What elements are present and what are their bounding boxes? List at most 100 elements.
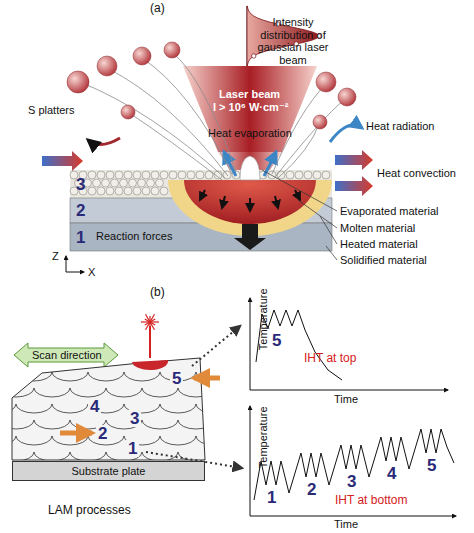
process-label: Heat convection bbox=[377, 167, 456, 180]
layer-scallop bbox=[16, 404, 52, 413]
axis-title: Temperature bbox=[256, 289, 269, 351]
layer-scallop bbox=[88, 372, 124, 381]
pressure-arrows bbox=[200, 190, 300, 211]
layer-scallop bbox=[0, 436, 16, 445]
powder-particle bbox=[124, 187, 132, 195]
layer-scallop bbox=[0, 452, 34, 461]
dotted-arrow bbox=[192, 326, 240, 366]
callout-number: 1 bbox=[265, 489, 278, 506]
callout-number: 5 bbox=[270, 332, 283, 349]
material-label: Heated material bbox=[340, 238, 418, 251]
powder-particle bbox=[115, 171, 123, 179]
layer-scallop bbox=[16, 436, 52, 445]
laser-line bbox=[149, 326, 151, 358]
layer-scallop bbox=[16, 372, 52, 381]
layer-scallop bbox=[160, 404, 196, 413]
layer-scallop bbox=[34, 452, 70, 461]
layer-scallop bbox=[0, 388, 34, 397]
callout-number: 3 bbox=[345, 473, 358, 490]
deposited-wall bbox=[12, 358, 205, 460]
layer-scallop bbox=[160, 436, 196, 445]
keyhole bbox=[240, 156, 260, 180]
material-label: Molten material bbox=[340, 222, 415, 235]
layer-scallop bbox=[178, 420, 214, 429]
panel-label: (a) bbox=[150, 2, 165, 16]
laser-ray bbox=[150, 319, 155, 322]
spatter-arrow bbox=[88, 138, 120, 145]
powder-particle bbox=[313, 171, 321, 179]
layer-scallop bbox=[142, 388, 178, 397]
layer-scallop bbox=[52, 372, 88, 381]
material-label: Solidified material bbox=[340, 254, 427, 267]
callout-number: 5 bbox=[170, 370, 183, 387]
evaporation-arrows bbox=[224, 152, 276, 176]
molten-pool bbox=[184, 180, 316, 224]
powder-particle bbox=[142, 171, 150, 179]
temperature-curve bbox=[256, 310, 342, 380]
axis-title: LAM processes bbox=[48, 504, 131, 518]
layer-scallop bbox=[70, 388, 106, 397]
laser-ray bbox=[150, 314, 155, 322]
callout-number: 3 bbox=[74, 176, 87, 193]
powder-particle bbox=[160, 171, 168, 179]
leader-lines bbox=[262, 170, 337, 260]
layer-scallop bbox=[196, 404, 232, 413]
callout-number: 2 bbox=[305, 481, 318, 498]
intensity-value: I > 10⁶ W·cm⁻² bbox=[213, 101, 288, 114]
process-label: Heat evaporation bbox=[208, 127, 292, 140]
panel-label: (b) bbox=[150, 286, 165, 300]
caption-text: Intensity distribution of gaussian laser… bbox=[254, 16, 332, 67]
powder-particle bbox=[160, 187, 168, 195]
chart-title: IHT at bottom bbox=[335, 494, 407, 508]
layer-scallop bbox=[52, 436, 88, 445]
melt-pool bbox=[132, 360, 168, 370]
powder-particle bbox=[106, 171, 114, 179]
powder-particle bbox=[169, 171, 177, 179]
layer-scallop bbox=[0, 420, 34, 429]
layer-scallop bbox=[178, 388, 214, 397]
orange-arrow bbox=[60, 431, 92, 436]
powder-particle bbox=[304, 171, 312, 179]
temperature-curve bbox=[254, 429, 454, 500]
callout-number: 1 bbox=[126, 440, 139, 457]
powder-particle bbox=[142, 187, 150, 195]
powder-particle bbox=[97, 187, 105, 195]
layer-scallop bbox=[70, 452, 106, 461]
coordinate-axes bbox=[66, 256, 84, 272]
powder-particle bbox=[115, 187, 123, 195]
callout-number: 1 bbox=[74, 229, 87, 246]
axis-title: Time bbox=[334, 393, 358, 406]
heat-input-arrow bbox=[42, 151, 83, 171]
force-label: Reaction forces bbox=[96, 230, 172, 243]
powder-particle bbox=[102, 179, 110, 187]
powder-particle bbox=[88, 187, 96, 195]
axis-title: Temperature bbox=[256, 407, 269, 469]
direction-label: Scan direction bbox=[32, 349, 102, 362]
heat-radiation-arrow bbox=[330, 125, 362, 142]
spatter-particles bbox=[67, 42, 356, 129]
layer-scallop bbox=[124, 372, 160, 381]
powder-particle bbox=[138, 179, 146, 187]
layer-scallop bbox=[0, 404, 16, 413]
powder-particle bbox=[133, 171, 141, 179]
layer-scallop bbox=[52, 404, 88, 413]
layer-scallop bbox=[34, 420, 70, 429]
axis-label: X bbox=[88, 266, 95, 279]
powder-particle bbox=[88, 171, 96, 179]
powder-particle bbox=[151, 187, 159, 195]
scan-direction-arrow bbox=[14, 343, 118, 367]
callout-number: 3 bbox=[128, 410, 141, 427]
layer-scallop bbox=[0, 372, 16, 381]
powder-particle bbox=[124, 171, 132, 179]
powder-particle bbox=[106, 187, 114, 195]
layer-scallop bbox=[196, 436, 232, 445]
powder-particle bbox=[187, 171, 195, 179]
axis-title: Time bbox=[334, 518, 358, 531]
reaction-force-arrow bbox=[234, 224, 266, 250]
plate-label: Substrate plate bbox=[72, 465, 146, 477]
substrate-plate: Substrate plate bbox=[12, 461, 205, 481]
powder-particle bbox=[93, 179, 101, 187]
heat-convection-arrow bbox=[335, 176, 373, 196]
powder-particle bbox=[178, 171, 186, 179]
